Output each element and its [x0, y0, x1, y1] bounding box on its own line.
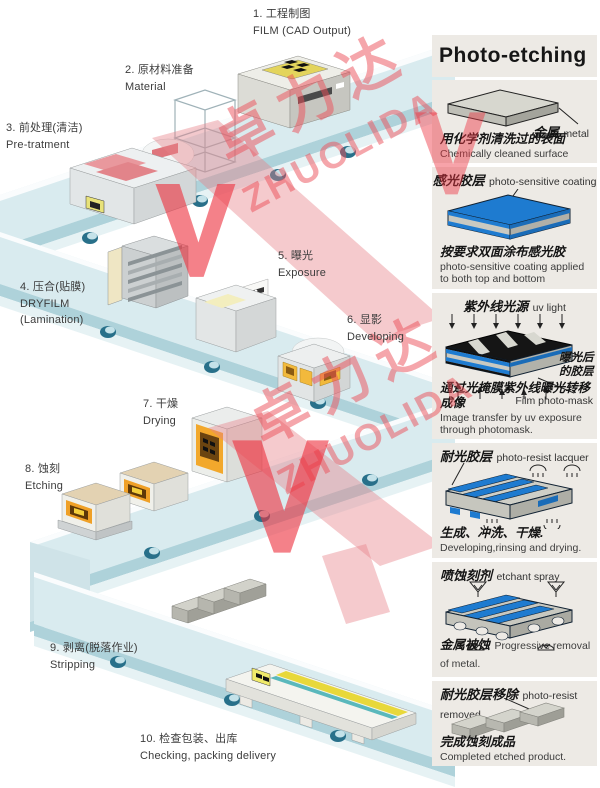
packing-conveyor [225, 663, 417, 745]
metal-label: 金属 metal [532, 125, 589, 140]
developing-machine [277, 337, 351, 403]
panel-coating: 感光胶层 photo-sensitive coating 按要求双面涂布感光胶 … [432, 167, 597, 289]
etchant-header: 喷蚀刻剂 etchant spray [440, 568, 560, 583]
panel-uv: 紫外线光源 uv light [432, 293, 597, 439]
etching-machines [57, 461, 189, 541]
coated-slab-figure [447, 189, 571, 240]
uv-header: 紫外线光源 uv light [463, 299, 566, 314]
uv-caption: 通过光掩膜紫外线曝光转移成像 Image transfer by uv expo… [440, 380, 591, 436]
etched-product-figure [450, 698, 566, 739]
finished-caption: 完成蚀刻成品 Completed etched product. [440, 735, 567, 763]
panel-resist: 耐光胶层 photo-resist lacquer [432, 443, 597, 558]
panel-finished: 耐光胶层移除 photo-resist removed 完成 [432, 681, 597, 766]
lamination-machine [107, 235, 189, 309]
drying-machine [191, 406, 263, 483]
step-label-3: 3. 前处理(清洁)Pre-tratment [6, 122, 83, 151]
metal-caption: 用化学剂清洗过的表面 Chemically cleaned surface [440, 132, 569, 160]
exposure-machine [195, 278, 277, 353]
sidebar-title-panel: Photo-etching [432, 35, 597, 77]
resist-caption: 生成、冲洗、干燥. Developing,rinsing and drying. [440, 526, 582, 554]
sidebar-title: Photo-etching [439, 44, 587, 67]
film-machine [237, 55, 351, 129]
stripping-blocks [171, 578, 267, 624]
film-photo-mask-label: Film photo-mask [515, 395, 593, 407]
photo-etching-sidebar: Photo-etching 金属 metal 用化学剂清洗过的表面 Chemic… [432, 35, 597, 767]
uv-resist-label: 曝光后 的胶层 [559, 352, 594, 379]
resist-header: 耐光胶层 photo-resist lacquer [440, 449, 589, 464]
step-label-4: 4. 压合(贴膜)DRYFILM(Lamination) [20, 281, 86, 326]
etchant-caption: 金属被蚀 Progressive removal of metal. [440, 638, 591, 670]
coating-caption: 按要求双面涂布感光胶 photo-sensitive coating appli… [440, 245, 585, 285]
panel-metal: 金属 metal 用化学剂清洗过的表面 Chemically cleaned s… [432, 80, 597, 163]
resist-slab-figure [445, 463, 581, 529]
uv-exposure-figure [445, 314, 584, 399]
coating-header: 感光胶层 photo-sensitive coating [432, 173, 597, 188]
etch-spray-figure [445, 581, 573, 651]
metal-slab-figure [447, 89, 579, 127]
step-label-9: 9. 剥离(脱落作业)Stripping [50, 642, 138, 671]
panel-etchant: 喷蚀刻剂 etchant spray [432, 562, 597, 677]
